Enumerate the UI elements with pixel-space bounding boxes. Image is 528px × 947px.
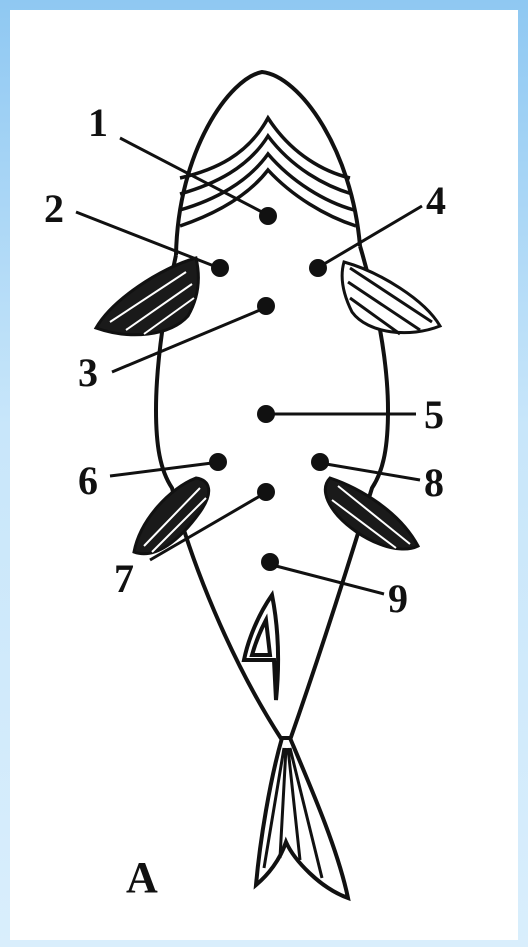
label-7: 7	[114, 556, 134, 601]
tail-fin	[256, 738, 348, 898]
left-pectoral-fin	[96, 258, 198, 335]
label-4: 4	[426, 178, 446, 223]
label-1: 1	[88, 100, 108, 145]
label-5: 5	[424, 392, 444, 437]
point-2	[211, 259, 229, 277]
point-4	[309, 259, 327, 277]
label-2: 2	[44, 186, 64, 231]
point-3	[257, 297, 275, 315]
label-9: 9	[388, 576, 408, 621]
right-pectoral-fin	[342, 262, 440, 334]
label-3: 3	[78, 350, 98, 395]
label-8: 8	[424, 460, 444, 505]
point-8	[311, 453, 329, 471]
point-7	[257, 483, 275, 501]
fish-head-outline	[176, 72, 360, 255]
label-6: 6	[78, 458, 98, 503]
point-9	[261, 553, 279, 571]
point-1	[259, 207, 277, 225]
panel-letter: A	[126, 853, 158, 902]
